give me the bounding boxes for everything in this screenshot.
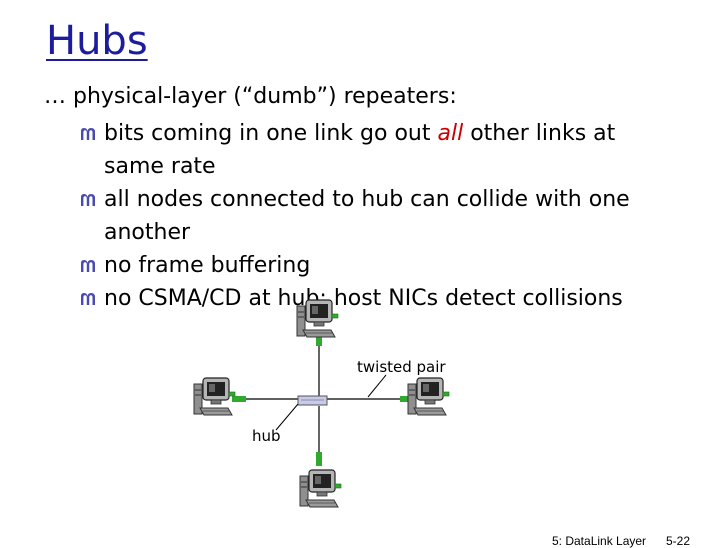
bullet-m-icon bbox=[81, 194, 95, 206]
twisted-pair-label: twisted pair bbox=[357, 358, 446, 376]
nic-stub-bottom bbox=[316, 452, 322, 466]
bullet-text: no frame buffering bbox=[104, 253, 311, 278]
bullet-m-icon bbox=[81, 260, 95, 272]
bullet-text: no CSMA/CD at hub: host NICs detect coll… bbox=[104, 286, 623, 311]
twisted-pair-pointer bbox=[367, 374, 387, 398]
host-computer-top-icon bbox=[296, 299, 339, 338]
bullet-item: no CSMA/CD at hub: host NICs detect coll… bbox=[80, 282, 680, 315]
nic-stub-top bbox=[316, 332, 322, 346]
host-computer-left-icon bbox=[193, 377, 236, 416]
bullet-item: no frame buffering bbox=[80, 249, 680, 282]
hub-pointer bbox=[275, 403, 299, 431]
slide-title: Hubs bbox=[46, 18, 148, 64]
footer-page-number: 5-22 bbox=[666, 534, 691, 548]
footer-chapter: 5: DataLink Layer bbox=[552, 534, 647, 548]
bullet-text-after: other links at same rate bbox=[104, 121, 616, 179]
bullet-item: all nodes connected to hub can collide w… bbox=[80, 183, 680, 249]
hub-label: hub bbox=[252, 427, 281, 445]
host-computer-bottom-icon bbox=[299, 469, 342, 508]
bullet-list: bits coming in one link go out all other… bbox=[80, 117, 680, 315]
bullet-highlight: all bbox=[437, 121, 464, 146]
bullet-m-icon bbox=[81, 293, 95, 305]
nic-stub-right bbox=[400, 396, 414, 402]
bullet-text: bits coming in one link go out bbox=[104, 121, 438, 146]
bullet-m-icon bbox=[81, 128, 95, 140]
nic-stub-left bbox=[232, 396, 246, 402]
lead-text: … physical-layer (“dumb”) repeaters: bbox=[44, 84, 457, 109]
host-computer-right-icon bbox=[407, 377, 450, 416]
bullet-text: all nodes connected to hub can collide w… bbox=[104, 187, 630, 245]
bullet-item: bits coming in one link go out all other… bbox=[80, 117, 680, 183]
